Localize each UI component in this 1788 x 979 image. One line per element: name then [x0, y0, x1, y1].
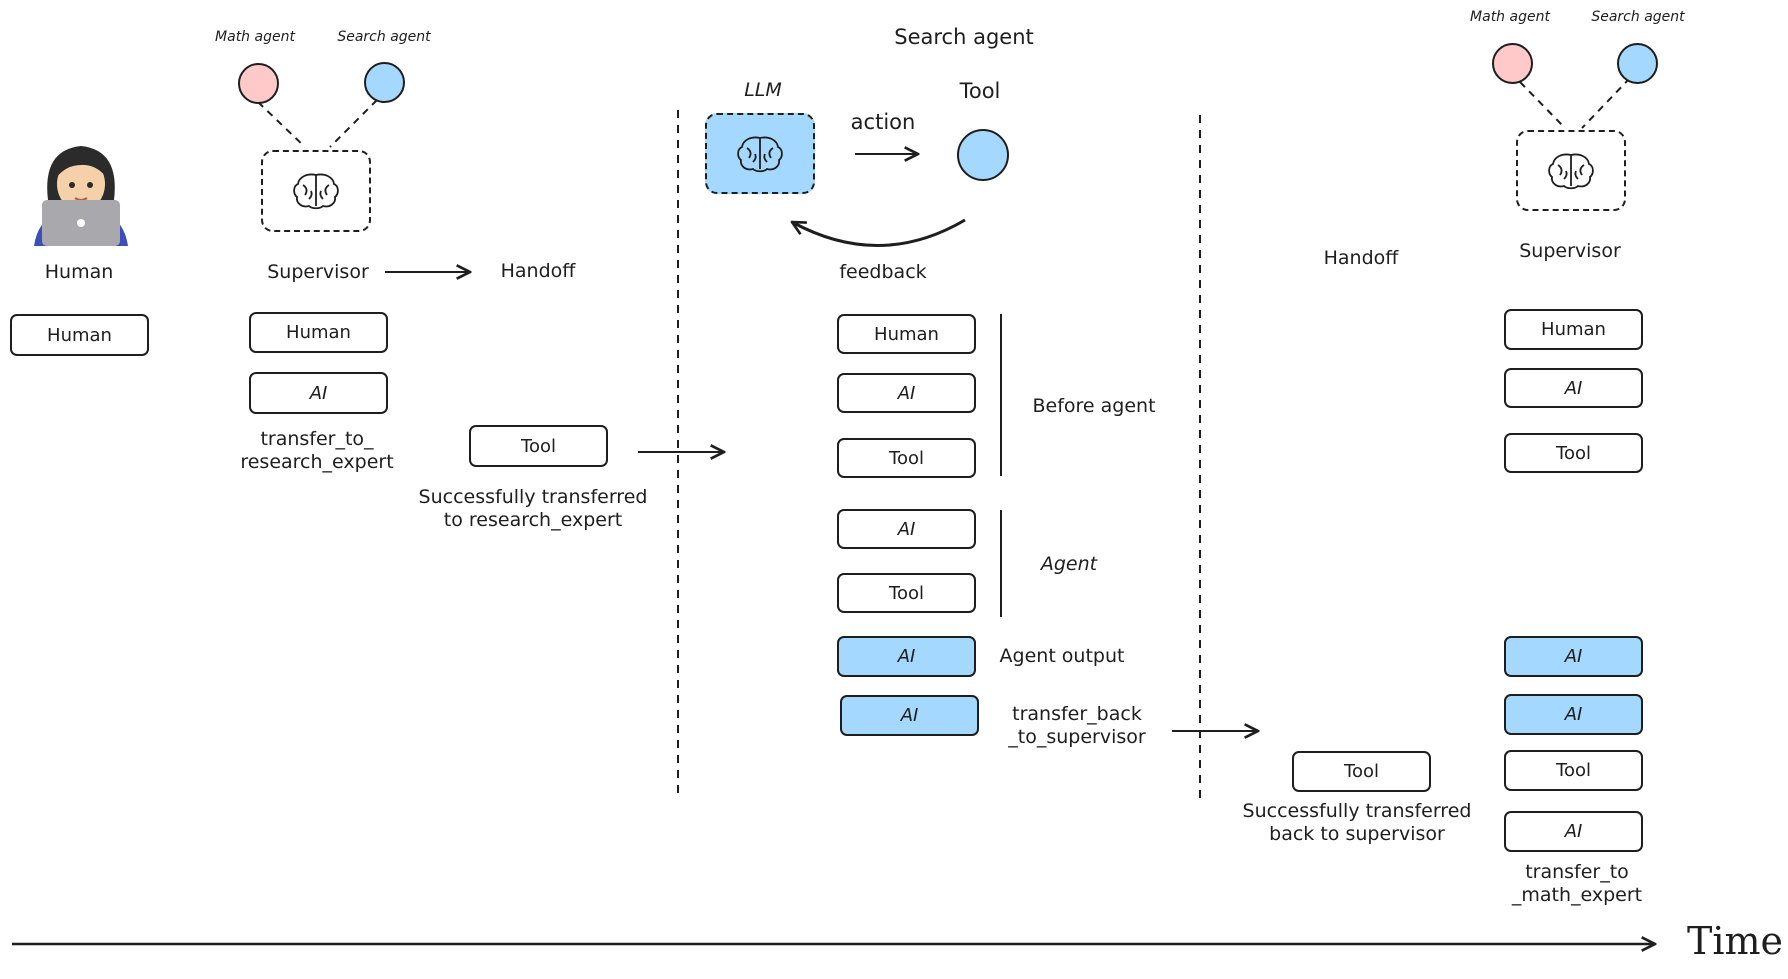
action-label: action: [850, 110, 916, 134]
supervisor2-msg-human: Human: [1504, 309, 1643, 350]
llm-node: [705, 113, 815, 194]
transfer-back-msg: AI: [840, 695, 979, 736]
search-agent-node: [364, 62, 405, 103]
before-agent-label: Before agent: [1032, 395, 1156, 417]
brain-icon: [293, 173, 339, 210]
agent-msg-ai: AI: [837, 509, 976, 549]
search-msg-human: Human: [837, 314, 976, 354]
supervisor-math-link: [257, 101, 306, 148]
feedback-label: feedback: [839, 261, 927, 283]
human-label: Human: [44, 261, 114, 283]
search-agent-label-2: Search agent: [1591, 9, 1685, 25]
human-message: Human: [10, 314, 149, 356]
agent-output-msg: AI: [837, 636, 976, 677]
handoff-label: Handoff: [500, 260, 576, 282]
handoff-tool-message: Tool: [469, 425, 608, 467]
agent-label: Agent: [1040, 553, 1098, 575]
brain-icon: [1548, 153, 1594, 189]
handoff2-tool-message: Tool: [1292, 751, 1431, 792]
math-agent-node: [238, 63, 279, 104]
human-emoji-icon: [34, 146, 128, 246]
search-msg-tool: Tool: [837, 438, 976, 478]
tool-node: [957, 129, 1009, 181]
math-agent-node-2: [1492, 43, 1533, 84]
brain-icon: [737, 136, 783, 172]
time-label: Time: [1687, 919, 1784, 963]
supervisor2-msg-tool-2: Tool: [1504, 750, 1643, 791]
supervisor-search-link: [329, 99, 378, 148]
transfer-to-math-label: transfer_to _math_expert: [1511, 861, 1643, 906]
supervisor2-msg-ai-transfer: AI: [1504, 694, 1643, 735]
math-agent-label-2: Math agent: [1470, 9, 1550, 25]
supervisor-msg-human: Human: [249, 312, 388, 353]
search-msg-ai: AI: [837, 373, 976, 413]
feedback-arrow: [792, 218, 966, 247]
supervisor2-msg-ai-last: AI: [1504, 811, 1643, 852]
supervisor2-search-link: [1581, 77, 1631, 129]
llm-label: LLM: [744, 79, 782, 101]
search-agent-title: Search agent: [894, 25, 1034, 49]
supervisor-label: Supervisor: [267, 261, 369, 283]
agent-msg-tool: Tool: [837, 573, 976, 613]
supervisor2-math-link: [1519, 81, 1566, 129]
supervisor2-msg-ai: AI: [1504, 368, 1643, 408]
math-agent-label: Math agent: [215, 29, 295, 45]
supervisor2-msg-tool: Tool: [1504, 433, 1643, 473]
human-avatar: [34, 138, 128, 246]
agent-output-label: Agent output: [999, 645, 1125, 667]
supervisor-node: [261, 150, 371, 232]
supervisor2-msg-ai-output: AI: [1504, 636, 1643, 677]
supervisor2-node: [1516, 130, 1626, 211]
transfer-back-label: transfer_back _to_supervisor: [1008, 703, 1146, 748]
supervisor-msg-ai: AI: [249, 372, 388, 414]
handoff2-label: Handoff: [1323, 247, 1399, 269]
success-research-label: Successfully transferred to research_exp…: [418, 486, 648, 531]
search-agent-node-2: [1617, 43, 1658, 84]
supervisor2-label: Supervisor: [1519, 240, 1621, 262]
success-back-label: Successfully transferred back to supervi…: [1242, 800, 1472, 845]
tool-label: Tool: [959, 79, 1001, 103]
search-agent-label: Search agent: [337, 29, 431, 45]
transfer-to-research-label: transfer_to_ research_expert: [240, 428, 394, 473]
